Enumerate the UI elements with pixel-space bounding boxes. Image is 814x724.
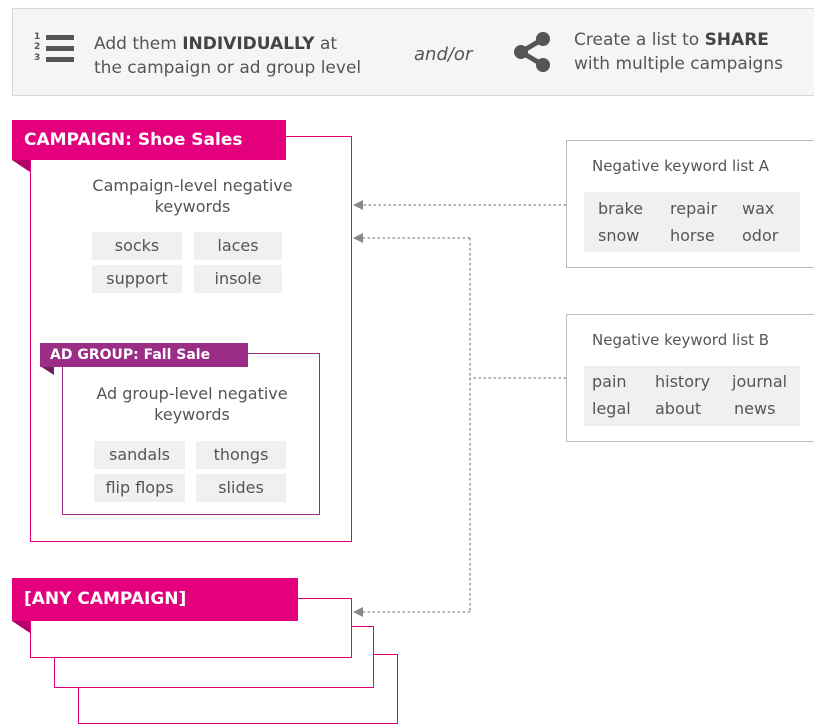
list-b-keyword: news — [734, 399, 776, 418]
list-b-keyword: pain — [592, 372, 627, 391]
list-a-keyword: snow — [598, 226, 640, 245]
campaign-tag: CAMPAIGN: Shoe Sales — [12, 120, 286, 160]
ad-group-heading: Ad group-level negative keywords — [96, 384, 288, 424]
list-b-title: Negative keyword list B — [592, 331, 770, 349]
instructions-banner — [12, 8, 814, 96]
campaign-tag-fold — [12, 160, 30, 172]
ad-group-keyword: thongs — [196, 441, 286, 469]
share-icon — [514, 32, 550, 72]
any-campaign-tag-fold — [12, 621, 30, 633]
ad-group-tag-fold — [40, 366, 54, 375]
list-a-keyword: brake — [598, 199, 644, 218]
list-b-keyword: legal — [592, 399, 631, 418]
list-a-keyword: horse — [670, 226, 715, 245]
list-b-keyword: journal — [732, 372, 788, 391]
campaign-keyword: socks — [92, 232, 182, 260]
list-a-keyword: odor — [742, 226, 779, 245]
list-b-keyword: history — [655, 372, 711, 391]
numbered-list-icon: 1 2 3 — [34, 32, 76, 72]
campaign-keyword: insole — [194, 265, 282, 293]
individually-text: Add them INDIVIDUALLY at the campaign or… — [94, 34, 362, 78]
list-a-keywords — [584, 192, 800, 252]
ad-group-tag: AD GROUP: Fall Sale — [40, 343, 248, 367]
list-b-keyword: about — [655, 399, 702, 418]
ad-group-keyword: flip flops — [94, 474, 185, 502]
and-or-label: and/or — [414, 44, 473, 65]
ad-group-keyword: sandals — [94, 441, 185, 469]
any-campaign-tag: [ANY CAMPAIGN] — [12, 578, 298, 621]
list-a-keyword: repair — [670, 199, 718, 218]
list-a-title: Negative keyword list A — [592, 157, 770, 175]
ad-group-keyword: slides — [196, 474, 286, 502]
campaign-keyword: laces — [194, 232, 282, 260]
share-text: Create a list to SHARE with multiple cam… — [574, 30, 783, 74]
list-b-keywords — [584, 366, 800, 426]
campaign-heading: Campaign-level negative keywords — [92, 176, 293, 216]
campaign-keyword: support — [92, 265, 182, 293]
list-a-keyword: wax — [742, 199, 775, 218]
